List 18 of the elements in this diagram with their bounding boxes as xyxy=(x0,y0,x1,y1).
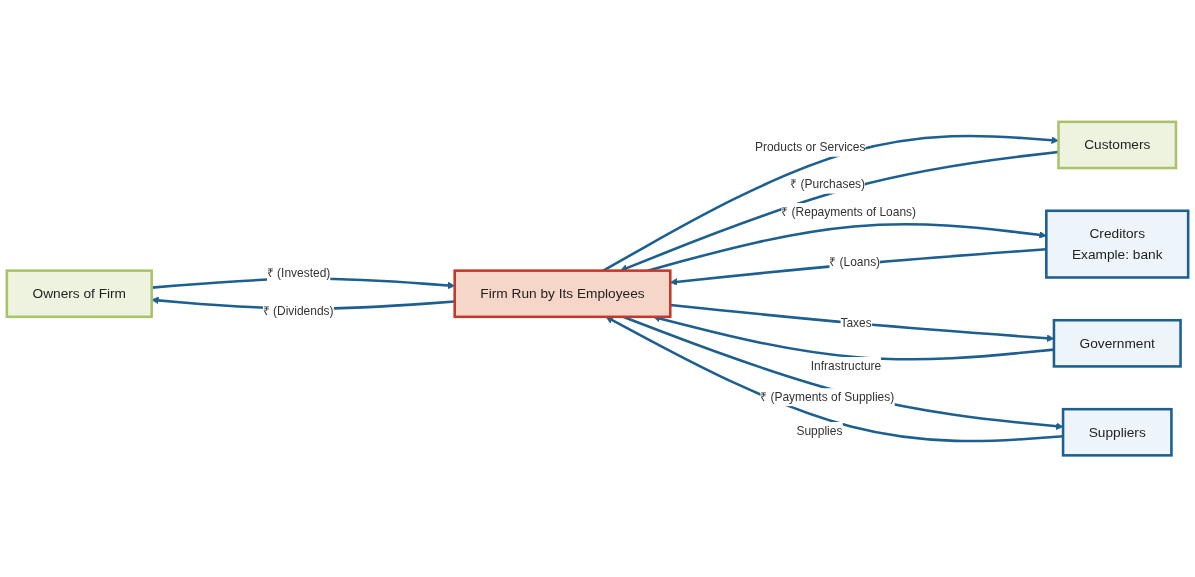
node-box: Creditors Example: bank xyxy=(1045,209,1190,279)
edge-label: ₹ (Loans) xyxy=(829,254,881,268)
edge-label: Products or Services xyxy=(754,140,866,154)
node-box: Government xyxy=(1052,318,1182,368)
arrow xyxy=(602,134,1059,272)
edge-label: ₹ (Purchases) xyxy=(790,177,866,191)
edge-label: Infrastructure xyxy=(810,358,882,373)
node-box: Suppliers xyxy=(1061,407,1173,457)
arrow xyxy=(620,150,1059,272)
edge-label: ₹ (Invested) xyxy=(266,266,331,280)
edge-label: Taxes xyxy=(840,315,872,330)
edge-label: Supplies xyxy=(796,423,843,438)
edge-label: ₹ (Payments of Supplies) xyxy=(760,389,895,404)
node-box: Customers xyxy=(1057,120,1178,170)
edge-label: ₹ (Dividends) xyxy=(262,303,334,318)
node-box: Firm Run by Its Employees xyxy=(453,269,672,318)
node-box: Owners of Firm xyxy=(5,269,153,318)
edge-label: ₹ (Repayments of Loans) xyxy=(781,204,917,219)
